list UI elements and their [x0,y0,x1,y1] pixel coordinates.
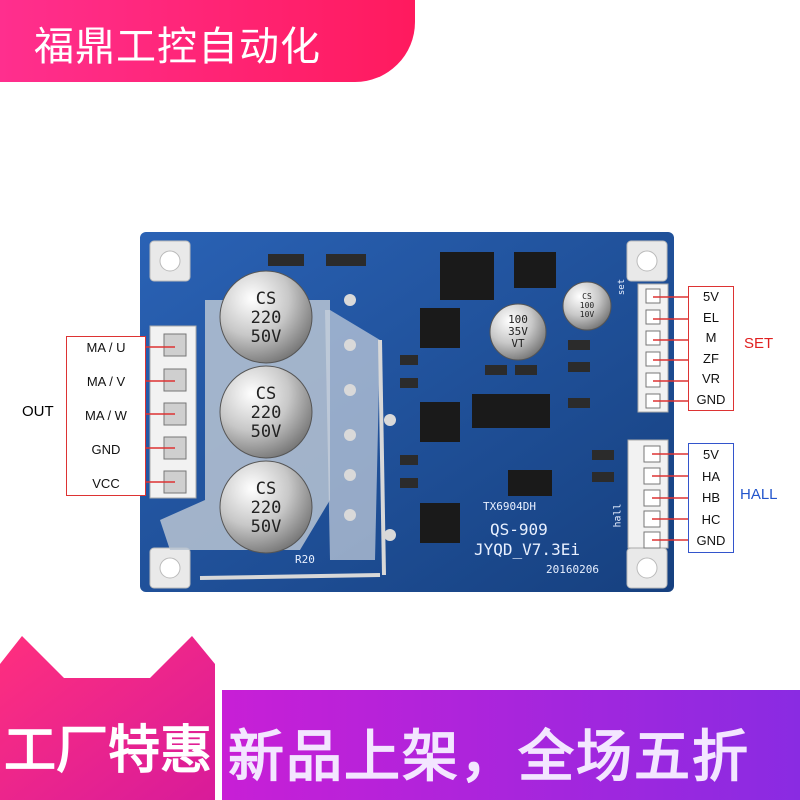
hall-pin-label: HA [701,468,721,484]
out-pin-label: GND [91,442,121,457]
set-pin-label: M [705,330,717,345]
out-pin-label: MA / W [85,408,127,423]
hall-pin-label: HC [701,511,721,527]
out-group-label: OUT [22,403,54,420]
cap-small-2-line1: CS [582,292,592,301]
cap-small-1-line1: 100 [508,313,528,326]
cap-1-label: CS 220 50V [246,290,286,347]
cap-3-line2: 220 [250,498,282,518]
set-pin-label: ZF [703,350,719,366]
cap-3-line3: 50V [250,517,282,537]
cap-2-line3: 50V [250,422,282,442]
bottom-right-banner: 新品上架，全场五折 [222,690,800,800]
cap-1-line2: 220 [250,308,282,328]
cap-3-label: CS 220 50V [246,480,286,537]
cap-small-2-label: CS 100 10V [572,292,602,319]
hall-pin-labels: 5V HA HB HC GND [688,443,734,553]
board-model: QS-909 [490,520,548,539]
bottom-left-banner: 工厂特惠 [0,636,215,800]
out-pin-label: MA / V [86,374,126,389]
hall-pin-label: 5V [703,447,719,462]
chip-label: TX6904DH [483,500,536,513]
bottom-left-banner-shape [0,636,215,800]
resistor-label: R20 [295,553,315,566]
set-group-label: SET [744,335,774,352]
out-pin-labels: MA / U MA / V MA / W GND VCC [66,336,146,496]
out-pin-label: MA / U [86,340,126,355]
cap-small-2-line2: 100 [579,301,595,310]
cap-3-line1: CS [255,479,277,499]
board-date: 20160206 [546,563,599,576]
set-silk: set [617,278,628,296]
large-capacitors [219,270,313,554]
bottom-right-banner-text: 新品上架，全场五折 [228,725,750,790]
cap-small-1-line2: 35V [508,325,528,338]
cap-2-label: CS 220 50V [246,385,286,442]
set-pin-label: VR [701,371,721,386]
cap-small-1-label: 100 35V VT [500,314,536,350]
hall-pin-label: GND [696,533,726,548]
cap-1-line3: 50V [250,327,282,347]
hall-group-label: HALL [740,486,778,503]
bottom-left-banner-text: 工厂特惠 [4,721,213,781]
cap-small-1-line3: VT [511,337,525,350]
cap-1-line1: CS [255,289,277,309]
hall-silk: hall [612,503,624,528]
set-pin-label: 5V [703,289,719,304]
cap-2-line2: 220 [250,403,282,423]
cap-2-line1: CS [255,384,277,404]
top-banner-text: 福鼎工控自动化 [34,24,321,70]
set-pin-label: EL [703,309,719,325]
top-banner: 福鼎工控自动化 [0,0,415,82]
set-pin-labels: 5V EL M ZF VR GND [688,286,734,411]
cap-small-2-line3: 10V [579,310,595,319]
out-pin-label: VCC [92,476,120,491]
board-version: JYQD_V7.3Ei [474,540,580,559]
set-pin-label: GND [696,391,726,407]
hall-pin-label: HB [701,490,721,505]
